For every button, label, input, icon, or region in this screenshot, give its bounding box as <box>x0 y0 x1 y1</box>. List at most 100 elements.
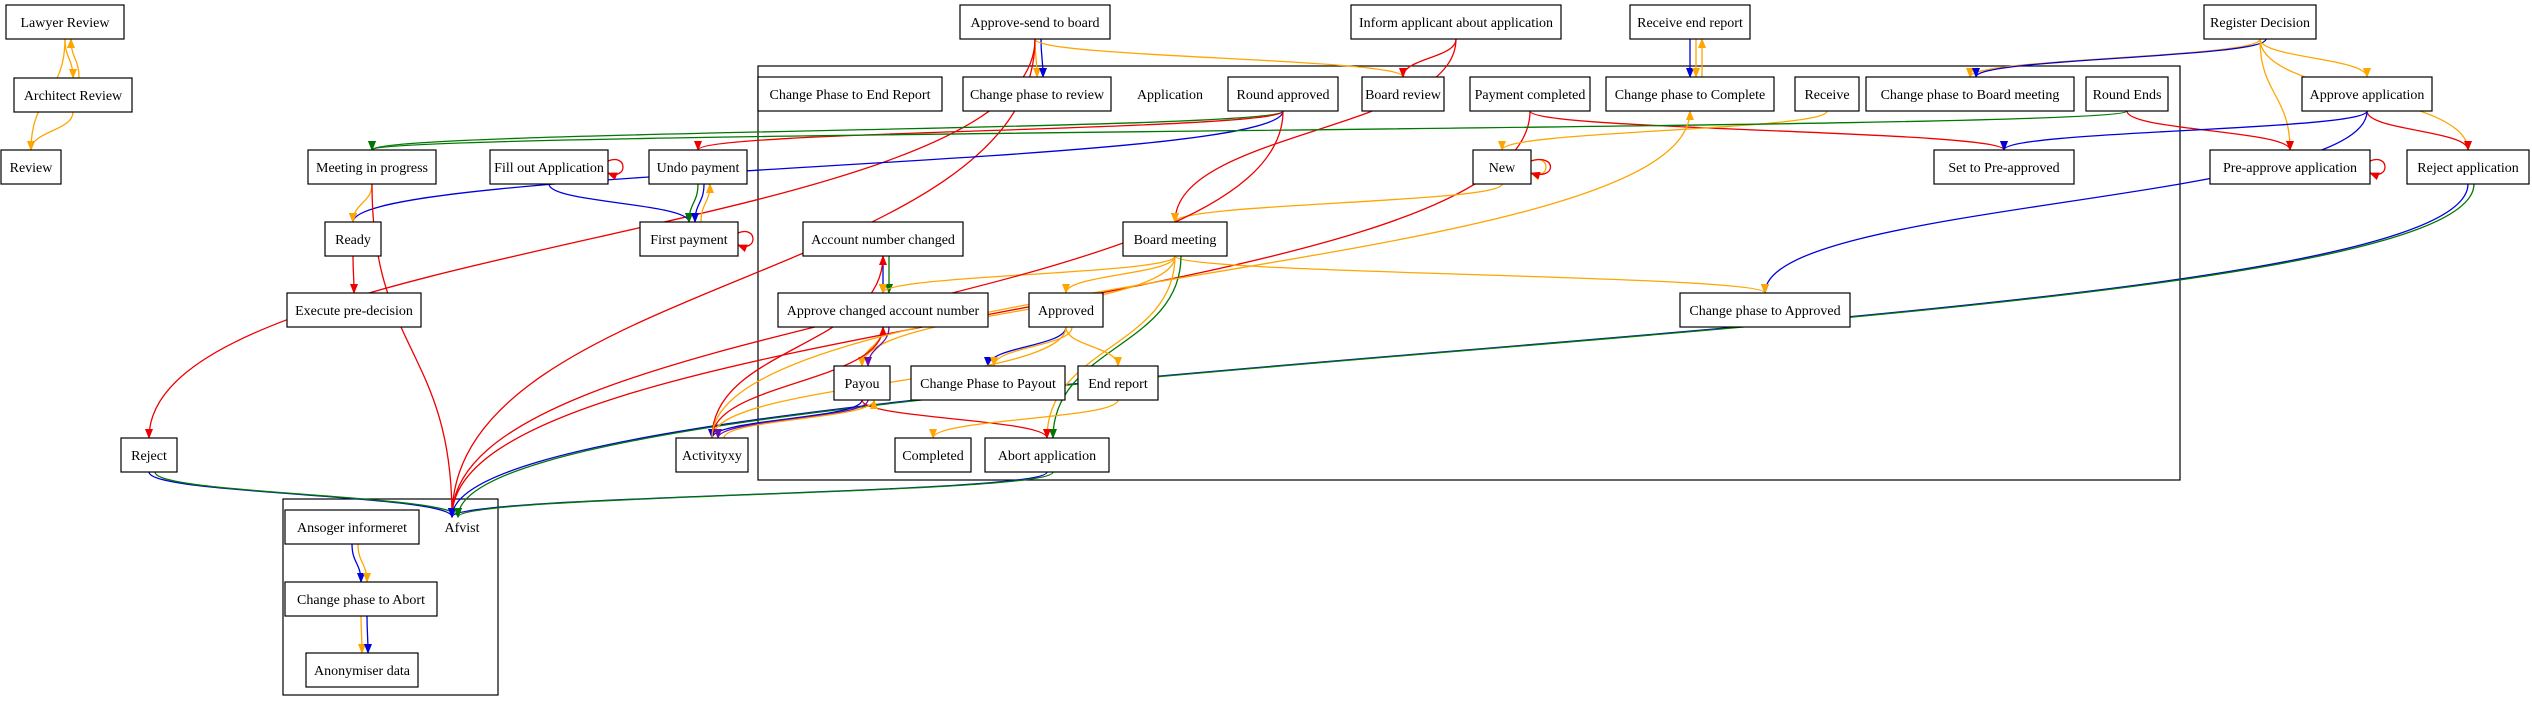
node-box[interactable] <box>2209 149 2371 185</box>
node-box[interactable] <box>648 149 748 185</box>
node-box[interactable] <box>120 437 178 473</box>
node-label: Ansoger informeret <box>297 521 407 536</box>
node-box[interactable] <box>833 365 891 401</box>
node-box[interactable] <box>1933 149 2075 185</box>
node-box[interactable] <box>0 149 62 185</box>
node-box[interactable] <box>2406 149 2530 185</box>
node-box[interactable] <box>1227 76 1339 112</box>
node-box[interactable] <box>489 149 609 185</box>
node-ansoger-informeret[interactable]: Ansoger informeret <box>284 509 420 545</box>
node-box[interactable] <box>1122 221 1228 257</box>
node-change-complete[interactable]: Change phase to Complete <box>1605 76 1775 112</box>
node-box[interactable] <box>962 76 1112 112</box>
node-change-board-meeting[interactable]: Change phase to Board meeting <box>1865 76 2075 112</box>
node-set-pre-approved[interactable]: Set to Pre-approved <box>1933 149 2075 185</box>
node-round-ends[interactable]: Round Ends <box>2085 76 2169 112</box>
node-receive-end-report[interactable]: Receive end report <box>1629 4 1751 40</box>
node-box[interactable] <box>2301 76 2433 112</box>
node-box[interactable] <box>284 509 420 545</box>
edge-register-decision-to-pre-approve-application <box>2259 38 2294 151</box>
node-board-review[interactable]: Board review <box>1361 76 1445 112</box>
node-round-approved[interactable]: Round approved <box>1227 76 1339 112</box>
node-box[interactable] <box>2203 4 2317 40</box>
node-box[interactable] <box>1794 76 1860 112</box>
node-box[interactable] <box>802 221 964 257</box>
node-approve-send-board[interactable]: Approve-send to board <box>959 4 1111 40</box>
node-execute-pre-decision[interactable]: Execute pre-decision <box>286 292 422 328</box>
node-reject[interactable]: Reject <box>120 437 178 473</box>
node-box[interactable] <box>1361 76 1445 112</box>
edge-meeting-in-progress-to-afvist <box>371 183 456 518</box>
node-completed[interactable]: Completed <box>894 437 972 473</box>
node-box[interactable] <box>910 365 1066 401</box>
node-change-review[interactable]: Change phase to review <box>962 76 1112 112</box>
edge-board-meeting-to-approve-changed-account <box>879 255 1176 294</box>
node-approved[interactable]: Approved <box>1028 292 1104 328</box>
node-box[interactable] <box>777 292 989 328</box>
node-receive[interactable]: Receive <box>1794 76 1860 112</box>
node-approve-application[interactable]: Approve application <box>2301 76 2433 112</box>
node-box[interactable] <box>894 437 972 473</box>
node-new[interactable]: New <box>1472 149 1532 185</box>
node-box[interactable] <box>1472 149 1532 185</box>
node-change-approved[interactable]: Change phase to Approved <box>1679 292 1851 328</box>
node-undo-payment[interactable]: Undo payment <box>648 149 748 185</box>
node-abort-application[interactable]: Abort application <box>984 437 1110 473</box>
edge-register-decision-to-change-board-meeting <box>1972 38 2267 78</box>
node-reject-application[interactable]: Reject application <box>2406 149 2530 185</box>
node-architect-review[interactable]: Architect Review <box>13 77 133 113</box>
node-box[interactable] <box>639 221 739 257</box>
node-anonymiser-data[interactable]: Anonymiser data <box>305 652 419 688</box>
node-box[interactable] <box>305 652 419 688</box>
node-payment-completed[interactable]: Payment completed <box>1469 76 1591 112</box>
node-box[interactable] <box>1679 292 1851 328</box>
edge-round-ends-to-pre-approve-application <box>2126 110 2294 151</box>
edge-new-to-board-meeting <box>1171 183 1503 223</box>
node-payou[interactable]: Payou <box>833 365 891 401</box>
node-box[interactable] <box>5 4 125 40</box>
node-label: Set to Pre-approved <box>1948 161 2059 176</box>
node-box[interactable] <box>1077 365 1159 401</box>
node-box[interactable] <box>284 581 438 617</box>
node-lawyer-review[interactable]: Lawyer Review <box>5 4 125 40</box>
node-board-meeting[interactable]: Board meeting <box>1122 221 1228 257</box>
node-inform-applicant[interactable]: Inform applicant about application <box>1350 4 1562 40</box>
node-box[interactable] <box>1469 76 1591 112</box>
node-register-decision[interactable]: Register Decision <box>2203 4 2317 40</box>
node-label: Anonymiser data <box>314 664 411 679</box>
node-box[interactable] <box>1865 76 2075 112</box>
node-box[interactable] <box>13 77 133 113</box>
node-box[interactable] <box>1605 76 1775 112</box>
node-change-end-report[interactable]: Change Phase to End Report <box>757 76 943 112</box>
cluster-label: Afvist <box>445 521 480 536</box>
node-box[interactable] <box>959 4 1111 40</box>
node-activityxy[interactable]: Activityxy <box>675 437 749 473</box>
node-approve-changed-account[interactable]: Approve changed account number <box>777 292 989 328</box>
node-box[interactable] <box>1629 4 1751 40</box>
node-box[interactable] <box>1028 292 1104 328</box>
edge-new-to-new <box>1530 158 1552 180</box>
node-box[interactable] <box>307 149 437 185</box>
node-account-number-changed[interactable]: Account number changed <box>802 221 964 257</box>
edge-ready-to-execute-pre-decision <box>349 255 358 294</box>
node-change-payout[interactable]: Change Phase to Payout <box>910 365 1066 401</box>
node-first-payment[interactable]: First payment <box>639 221 739 257</box>
node-fill-out-application[interactable]: Fill out Application <box>489 149 609 185</box>
node-ready[interactable]: Ready <box>324 221 382 257</box>
node-box[interactable] <box>324 221 382 257</box>
edge-inform-applicant-to-board-meeting <box>1171 38 1457 223</box>
node-box[interactable] <box>675 437 749 473</box>
node-review[interactable]: Review <box>0 149 62 185</box>
node-box[interactable] <box>757 76 943 112</box>
node-box[interactable] <box>984 437 1110 473</box>
node-end-report[interactable]: End report <box>1077 365 1159 401</box>
node-meeting-in-progress[interactable]: Meeting in progress <box>307 149 437 185</box>
node-box[interactable] <box>286 292 422 328</box>
edge-payment-completed-to-set-pre-approved <box>1529 110 2008 151</box>
node-change-abort[interactable]: Change phase to Abort <box>284 581 438 617</box>
node-box[interactable] <box>1350 4 1562 40</box>
node-pre-approve-application[interactable]: Pre-approve application <box>2209 149 2371 185</box>
edge-architect-review-to-review <box>27 111 74 151</box>
node-box[interactable] <box>2085 76 2169 112</box>
node-label: Inform applicant about application <box>1359 16 1553 31</box>
